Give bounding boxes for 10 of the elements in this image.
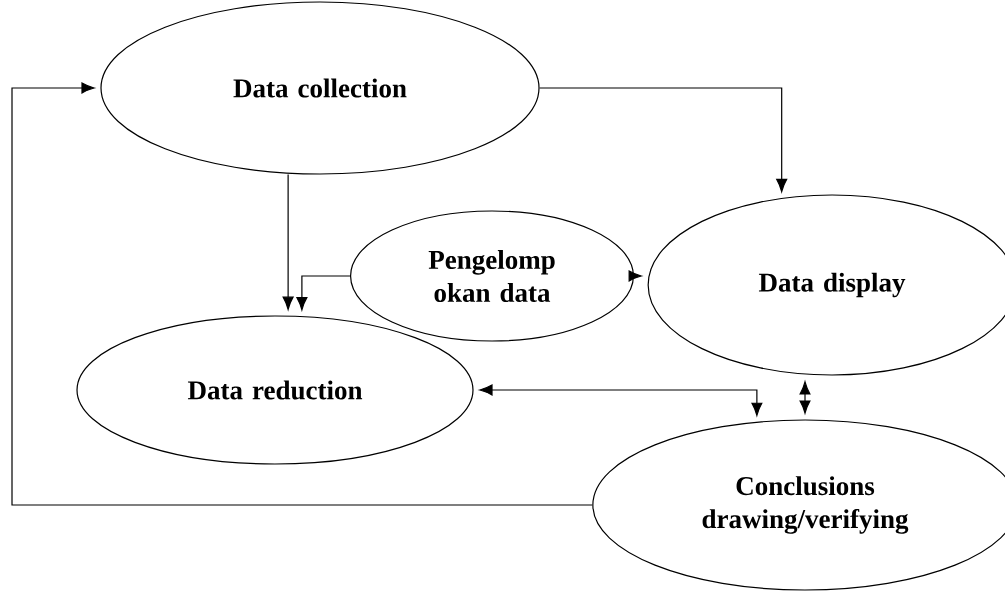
arrow — [282, 174, 294, 310]
ellipse-node: Data reduction — [76, 315, 474, 465]
ellipse-node: Data collection — [100, 1, 540, 175]
ellipse-node: Pengelomp okan data — [349, 210, 635, 342]
arrow — [296, 275, 351, 311]
arrow — [11, 82, 593, 506]
arrow — [799, 381, 811, 414]
arrow — [479, 384, 763, 416]
arrow — [628, 270, 642, 282]
arrow — [539, 87, 788, 193]
